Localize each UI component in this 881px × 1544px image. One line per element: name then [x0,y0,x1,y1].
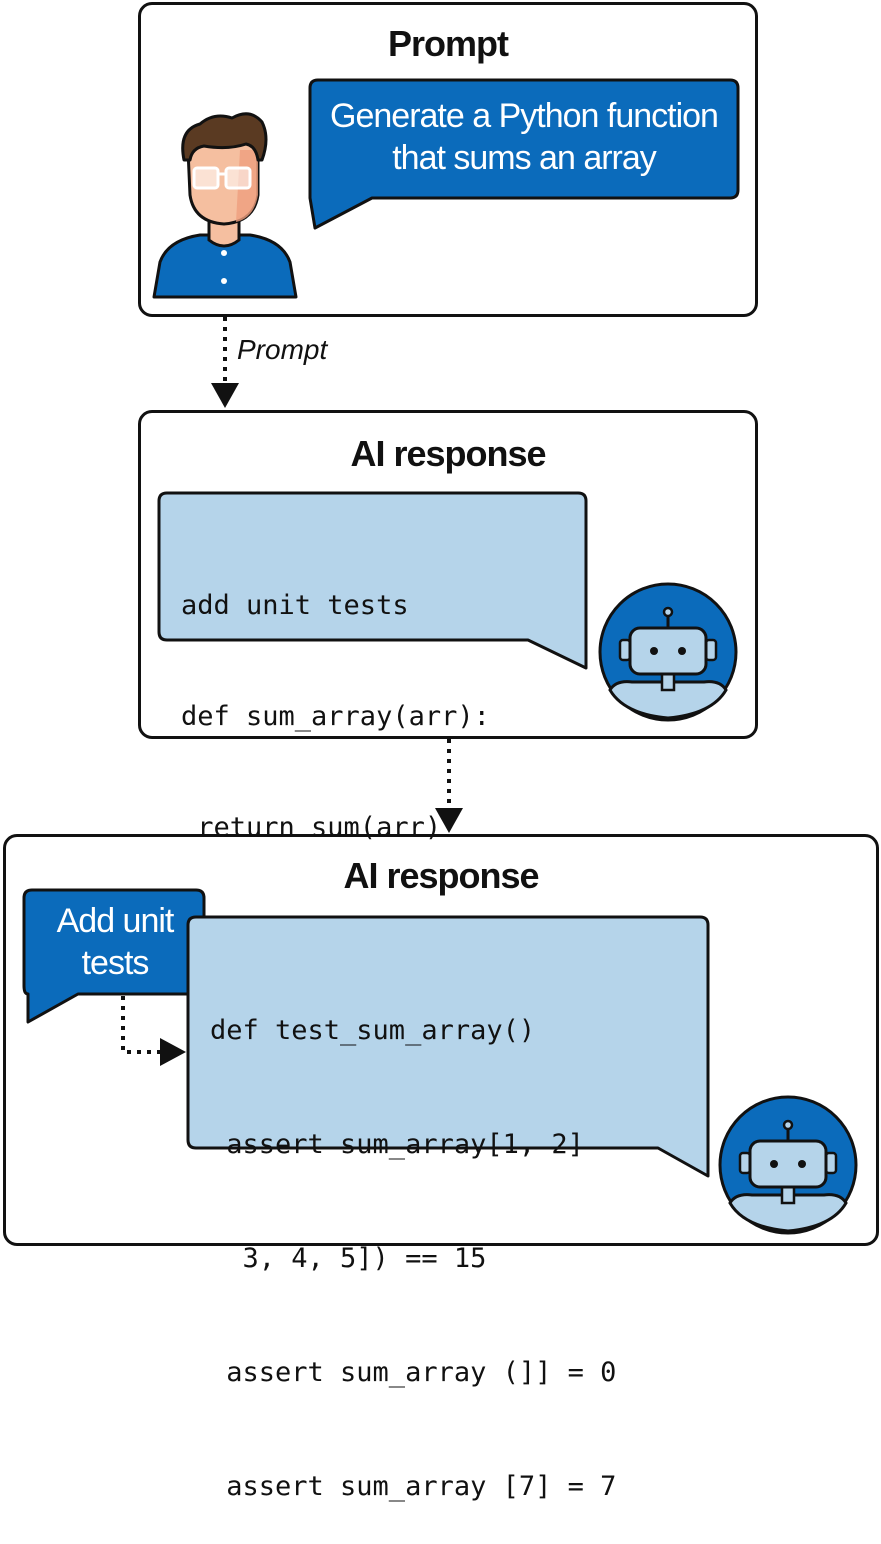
ai-response-1-code: add unit tests def sum_array(arr): retur… [181,513,490,883]
add-unit-tests-line-2: tests [81,944,150,982]
add-unit-tests-line-1: Add unit [56,902,175,940]
diagram-graphics [22,78,858,1235]
arrow-down-icon [211,383,239,408]
code-line: def sum_array(arr): [181,701,490,732]
code-line: assert sum_array [7] = 7 [210,1471,617,1502]
prompt-bubble-line-1: Generate a Python function [330,97,719,135]
code-line: def test_sum_array() [210,1015,536,1046]
code-line: add unit tests [181,590,409,621]
connector-3-line [121,996,160,1054]
prompt-bubble-text: Generate a Python function that sums an … [312,95,736,179]
ai-response-2-bubble [186,915,710,1178]
code-line: assert sum_array[1, 2] [210,1129,584,1160]
robot-icon [598,582,738,722]
ai-response-2-code: def test_sum_array() assert sum_array[1,… [210,936,616,1544]
robot-icon [718,1095,858,1235]
ai-response-1-bubble [157,491,588,670]
prompt-bubble [308,78,740,230]
connector-1-label: Prompt [237,334,328,365]
ai-response-panel-1-title: AI response [350,433,546,474]
prompt-panel-title: Prompt [388,23,509,64]
code-line: 3, 4, 5]) == 15 [210,1243,487,1274]
arrow-right-icon [160,1038,186,1066]
add-unit-tests-bubble [22,888,206,1024]
user-avatar-icon [152,112,298,299]
code-line: return sum(arr) [181,812,442,843]
ai-response-panel-2-title: AI response [343,855,539,896]
code-line: assert sum_array (]] = 0 [210,1357,617,1388]
arrow-down-icon [435,808,463,833]
prompt-bubble-line-2: that sums an array [392,139,657,177]
add-unit-tests-text: Add unit tests [26,900,204,984]
